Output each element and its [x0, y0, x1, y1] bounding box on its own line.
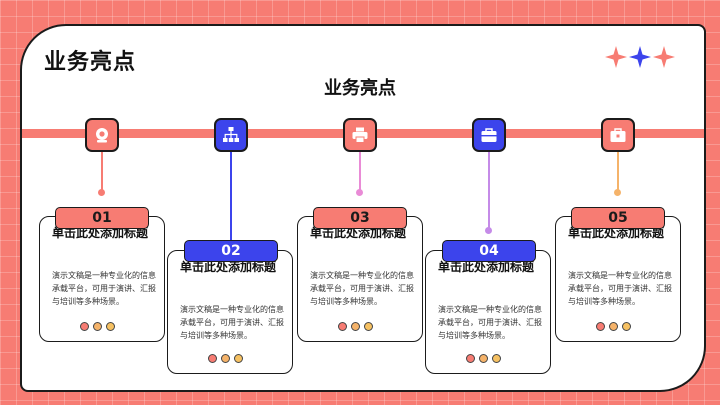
page-title: 业务亮点	[44, 50, 137, 75]
dot-indicator	[596, 322, 605, 331]
step-title[interactable]: 单击此处添加标题	[310, 226, 407, 240]
step-title[interactable]: 单击此处添加标题	[568, 226, 665, 240]
step-number-badge: 05	[571, 207, 665, 229]
step-5-connector-dot	[614, 189, 621, 196]
step-1-connector	[101, 152, 103, 192]
section-title: 业务亮点	[324, 78, 396, 99]
step-1-connector-dot	[98, 189, 105, 196]
dot-indicators	[466, 354, 501, 363]
dot-indicator	[80, 322, 89, 331]
dot-indicator	[466, 354, 475, 363]
sitemap-icon	[223, 127, 239, 142]
dot-indicators	[80, 322, 115, 331]
dot-indicator	[93, 322, 102, 331]
step-description: 演示文稿是一种专业化的信息承载平台，可用于演讲、汇报与培训等多种场景。	[52, 271, 156, 306]
step-3-connector-dot	[356, 189, 363, 196]
step-4-icon-box	[472, 118, 506, 152]
step-card-2: 单击此处添加标题 演示文稿是一种专业化的信息承载平台，可用于演讲、汇报与培训等多…	[167, 250, 293, 374]
step-title[interactable]: 单击此处添加标题	[180, 260, 277, 274]
step-description: 演示文稿是一种专业化的信息承载平台，可用于演讲、汇报与培训等多种场景。	[310, 271, 414, 306]
dot-indicator	[106, 322, 115, 331]
dot-indicator	[622, 322, 631, 331]
dot-indicator	[208, 354, 217, 363]
step-2-connector	[230, 152, 232, 245]
step-title[interactable]: 单击此处添加标题	[52, 226, 149, 240]
step-number-badge: 01	[55, 207, 149, 229]
step-5-icon-box	[601, 118, 635, 152]
step-2-icon-box	[214, 118, 248, 152]
briefcase-icon	[610, 128, 626, 142]
dot-indicator	[609, 322, 618, 331]
step-number-badge: 02	[184, 240, 278, 262]
step-card-5: 单击此处添加标题 演示文稿是一种专业化的信息承载平台，可用于演讲、汇报与培训等多…	[555, 216, 681, 342]
dot-indicator	[234, 354, 243, 363]
step-number-badge: 04	[442, 240, 536, 262]
step-title[interactable]: 单击此处添加标题	[438, 260, 535, 274]
webcam-icon	[96, 128, 108, 143]
step-card-1: 单击此处添加标题 演示文稿是一种专业化的信息承载平台，可用于演讲、汇报与培训等多…	[39, 216, 165, 342]
dot-indicator	[351, 322, 360, 331]
dot-indicator	[492, 354, 501, 363]
dot-indicator	[479, 354, 488, 363]
step-description: 演示文稿是一种专业化的信息承载平台，可用于演讲、汇报与培训等多种场景。	[180, 305, 284, 340]
step-4-connector-dot	[485, 227, 492, 234]
printer-icon	[352, 127, 368, 143]
step-number-badge: 03	[313, 207, 407, 229]
dot-indicator	[364, 322, 373, 331]
dot-indicators	[338, 322, 373, 331]
dot-indicator	[221, 354, 230, 363]
step-card-3: 单击此处添加标题 演示文稿是一种专业化的信息承载平台，可用于演讲、汇报与培训等多…	[297, 216, 423, 342]
step-3-icon-box	[343, 118, 377, 152]
dot-indicators	[208, 354, 243, 363]
step-description: 演示文稿是一种专业化的信息承载平台，可用于演讲、汇报与培训等多种场景。	[438, 305, 542, 340]
step-4-connector	[488, 152, 490, 230]
step-description: 演示文稿是一种专业化的信息承载平台，可用于演讲、汇报与培训等多种场景。	[568, 271, 672, 306]
toolbox-icon	[481, 128, 497, 142]
dot-indicator	[338, 322, 347, 331]
dot-indicators	[596, 322, 631, 331]
step-card-4: 单击此处添加标题 演示文稿是一种专业化的信息承载平台，可用于演讲、汇报与培训等多…	[425, 250, 551, 374]
sparkle-decoration-icon	[605, 46, 675, 68]
step-5-connector	[617, 152, 619, 192]
step-3-connector	[359, 152, 361, 192]
step-1-icon-box	[85, 118, 119, 152]
